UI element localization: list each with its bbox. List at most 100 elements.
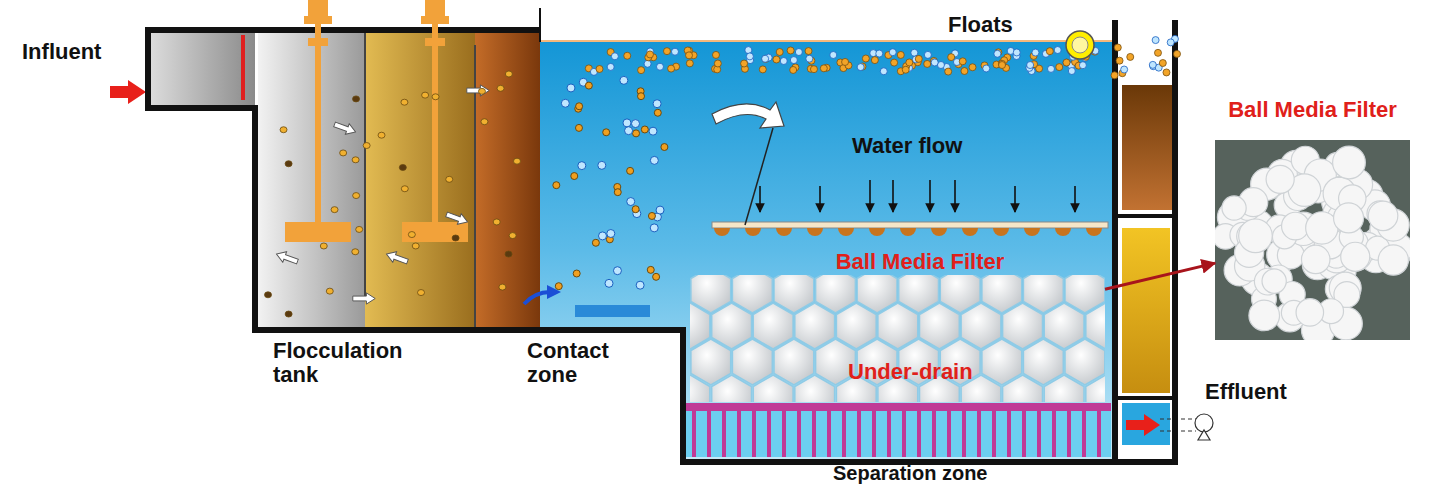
plate-bar	[712, 222, 1108, 228]
media-ball	[1249, 300, 1280, 331]
float-particle	[646, 51, 653, 58]
float-particle	[686, 52, 693, 59]
float-particle	[931, 59, 938, 66]
baffle-wall	[364, 32, 366, 300]
float-particle	[924, 60, 931, 67]
bubble	[576, 103, 583, 110]
mixer-flange	[421, 16, 449, 24]
plate-cup	[776, 228, 792, 236]
media-ball	[1262, 269, 1286, 293]
float-particle	[773, 56, 780, 63]
effluent-arrow	[1126, 414, 1160, 436]
floc-particle	[418, 290, 425, 296]
floc-particle	[478, 88, 485, 94]
drain-nozzle	[992, 411, 996, 457]
down-arrow	[869, 180, 871, 212]
plate-cup	[993, 228, 1009, 236]
media-ball	[1296, 299, 1324, 327]
float-particle	[806, 55, 813, 62]
float-particle	[1013, 49, 1020, 56]
float-particle	[999, 62, 1006, 69]
drain-nozzle	[1037, 411, 1041, 457]
float-particle	[820, 65, 827, 72]
float-particle	[830, 51, 837, 58]
drain-nozzle	[812, 411, 816, 457]
float-particle	[1149, 61, 1156, 68]
mixer-shaft	[315, 24, 321, 224]
mixer-paddle	[285, 222, 351, 242]
bubble	[592, 239, 599, 246]
down-arrow	[929, 180, 931, 212]
float-particle	[906, 59, 913, 66]
bubble	[578, 162, 586, 170]
down-flow-arrows	[760, 180, 1075, 212]
mixer-flange	[304, 16, 332, 24]
influent-arrow	[110, 80, 146, 104]
air-inlet-arrow	[524, 292, 550, 304]
down-arrow	[819, 186, 821, 212]
mixer-motor	[308, 0, 328, 18]
float-particle	[994, 50, 1001, 57]
media-ball	[1301, 245, 1329, 273]
bubble	[575, 124, 582, 131]
floc-particle	[452, 235, 459, 241]
text-label: Water flow	[852, 134, 962, 158]
zone-label: Contact zone	[527, 339, 637, 387]
bubble	[653, 273, 660, 280]
bubble	[627, 167, 634, 174]
plate-cup	[807, 228, 823, 236]
floc-particle	[497, 85, 504, 91]
micro-bubbles	[553, 76, 668, 289]
float-particle	[1068, 68, 1075, 75]
drain-nozzle	[977, 411, 981, 457]
float-particle	[624, 52, 631, 59]
drain-nozzle	[1082, 411, 1086, 457]
bubble	[656, 206, 664, 214]
water-body	[540, 42, 1112, 459]
float-particle	[902, 66, 909, 73]
plate-cup	[838, 228, 854, 236]
bubble	[627, 198, 635, 206]
zone-label: Ball Media Filter	[730, 250, 1110, 274]
floc-particle	[481, 119, 488, 125]
floc-particle	[513, 158, 520, 164]
zone-label: Ball Media Filter	[1195, 98, 1430, 122]
flow-arrow	[445, 209, 470, 227]
float-particle	[911, 49, 918, 56]
floc-particle	[285, 311, 292, 317]
pump-symbol	[1198, 430, 1210, 440]
floc-particle	[356, 226, 363, 232]
float-particle	[1063, 59, 1070, 66]
floc-particle	[352, 249, 359, 255]
effluent-chamber	[1122, 228, 1170, 393]
down-arrow	[1074, 186, 1076, 212]
media-photo	[1215, 140, 1410, 340]
float-particle	[871, 57, 878, 64]
float-particle	[961, 68, 968, 75]
drain-nozzle	[752, 411, 756, 457]
float-particle	[759, 66, 766, 73]
flow-arrow	[385, 249, 410, 267]
media-ball	[712, 375, 752, 402]
down-arrow	[954, 180, 956, 212]
media-ball	[691, 339, 731, 385]
float-particle	[776, 49, 783, 56]
chamber-wall	[1115, 396, 1175, 400]
flow-arrow	[333, 119, 358, 137]
floc-particle	[320, 243, 327, 249]
zone-label: Flocculation tank	[273, 339, 423, 387]
float-particle	[656, 63, 663, 70]
float-particle	[1167, 39, 1174, 46]
plate-cup	[931, 228, 947, 236]
float-particle	[1114, 44, 1121, 51]
float-particle	[810, 66, 817, 73]
bubble	[632, 120, 640, 128]
float-particle	[969, 64, 976, 71]
float-particle	[714, 60, 721, 67]
drain-nozzle	[722, 411, 726, 457]
float-particle	[668, 65, 675, 72]
